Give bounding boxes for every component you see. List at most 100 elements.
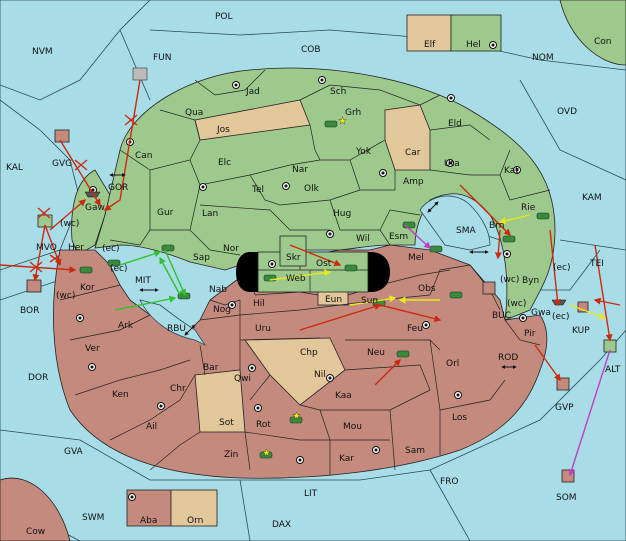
- label-fro: FRO: [440, 477, 459, 487]
- label-rod: ROD: [498, 353, 518, 363]
- fleet-fun[interactable]: [132, 67, 148, 81]
- label-lan: Lan: [202, 209, 218, 219]
- label-nab: Nab: [209, 285, 227, 295]
- label-alt: ALT: [605, 365, 621, 375]
- label-fun: FUN: [153, 53, 172, 63]
- orders-magenta: [404, 224, 611, 477]
- label-sch: Sch: [330, 87, 346, 97]
- orders-green: [114, 249, 186, 311]
- label-aba: Aba: [140, 516, 157, 526]
- label-uta: Uta: [444, 159, 460, 169]
- label-chp: Chp: [300, 348, 318, 358]
- label-coast-wc-1: (wc): [60, 219, 79, 229]
- label-uru: Uru: [255, 324, 271, 334]
- label-gaw: Gaw: [85, 203, 105, 213]
- label-ail: Ail: [146, 422, 157, 432]
- unit-bor[interactable]: [26, 279, 42, 293]
- label-elf: Elf: [424, 40, 436, 50]
- label-coast-wc-4: (wc): [507, 299, 526, 309]
- label-gvp: GVP: [555, 403, 574, 413]
- label-ver: Ver: [85, 344, 100, 354]
- label-orl: Orl: [446, 359, 459, 369]
- failed-move-markers: [29, 114, 138, 273]
- label-rie: Rie: [521, 203, 536, 213]
- label-ken: Ken: [112, 390, 129, 400]
- label-som: SOM: [556, 493, 577, 503]
- label-sun: Sun: [361, 296, 378, 306]
- label-dax: DAX: [272, 520, 291, 530]
- label-mou: Mou: [343, 422, 362, 432]
- label-qwi: Qwi: [234, 374, 251, 384]
- label-mit: MIT: [135, 276, 151, 286]
- label-yok: Yok: [355, 147, 372, 157]
- label-pol: POL: [215, 12, 233, 22]
- label-sma: SMA: [456, 226, 476, 236]
- label-wil: Wil: [356, 234, 370, 244]
- unit-kup2[interactable]: [577, 301, 589, 313]
- label-eld: Eld: [448, 119, 462, 129]
- label-web: Web: [286, 274, 306, 284]
- label-kar: Kar: [339, 454, 354, 464]
- unit-gvp[interactable]: [556, 377, 570, 391]
- label-mvo: MVO: [36, 243, 57, 253]
- star-grh: ★: [338, 116, 347, 127]
- label-can: Can: [135, 151, 153, 161]
- label-zin: Zin: [224, 450, 238, 460]
- unit-kup[interactable]: [482, 281, 496, 295]
- label-rbu: RBU: [167, 324, 186, 334]
- label-elc: Elc: [218, 158, 231, 168]
- label-kup: KUP: [572, 326, 590, 336]
- label-chr: Chr: [170, 384, 186, 394]
- label-olk: Olk: [304, 184, 320, 194]
- label-swm: SWM: [82, 513, 104, 523]
- label-kat: Kat: [504, 166, 519, 176]
- label-skr: Skr: [286, 253, 301, 263]
- label-coast-ec-3: (ec): [552, 312, 570, 322]
- label-qua: Qua: [185, 108, 203, 118]
- label-grh: Grh: [345, 108, 361, 118]
- label-orn: Orn: [187, 516, 203, 526]
- fleet-gvg[interactable]: [54, 129, 70, 143]
- label-lit: LIT: [304, 489, 318, 499]
- label-nvm: NVM: [32, 47, 53, 57]
- label-gur: Gur: [157, 208, 174, 218]
- adjacency-arrows: [109, 173, 517, 369]
- label-gor: GOR: [108, 183, 128, 193]
- label-kam: KAM: [582, 193, 602, 203]
- label-brn: Brn: [489, 221, 504, 231]
- label-car: Car: [405, 148, 421, 158]
- label-sam: Sam: [405, 446, 425, 456]
- label-bar: Bar: [203, 363, 219, 373]
- region-car[interactable]: [384, 104, 431, 171]
- region-labels: POL NVM FUN COB NOM Con OVD KAL KAM TEI …: [6, 12, 621, 537]
- label-tel: Tel: [251, 185, 264, 195]
- label-ark: Ark: [118, 321, 134, 331]
- label-cow: Cow: [26, 527, 45, 537]
- orders-red: [0, 79, 621, 386]
- region-skr[interactable]: [279, 235, 307, 267]
- label-gvg: GVG: [52, 159, 72, 169]
- label-coast-ec-1: (ec): [102, 244, 120, 254]
- label-nog: Nog: [213, 305, 231, 315]
- label-con: Con: [594, 37, 612, 47]
- label-pir: Pir: [524, 329, 536, 339]
- label-nom: NOM: [532, 53, 554, 63]
- label-coast-wc-3: (wc): [500, 275, 519, 285]
- label-gwa: Gwa: [531, 308, 551, 318]
- label-eun: Eun: [325, 295, 342, 305]
- unit-som[interactable]: [561, 469, 575, 483]
- label-coast-ec-2: (ec): [110, 264, 128, 274]
- label-ost: Ost: [316, 259, 332, 269]
- label-tei: TEI: [589, 259, 604, 269]
- label-gva: GVA: [64, 447, 84, 457]
- region-gaw[interactable]: [71, 169, 111, 256]
- label-jos: Jos: [216, 125, 230, 135]
- region-ost-web[interactable]: [257, 251, 369, 293]
- label-kor: Kor: [80, 283, 95, 293]
- label-buc: BUC: [492, 311, 511, 321]
- label-cob: COB: [301, 45, 321, 55]
- label-esm: Esm: [389, 232, 408, 242]
- label-rot: Rot: [256, 420, 271, 430]
- label-los: Los: [452, 413, 467, 423]
